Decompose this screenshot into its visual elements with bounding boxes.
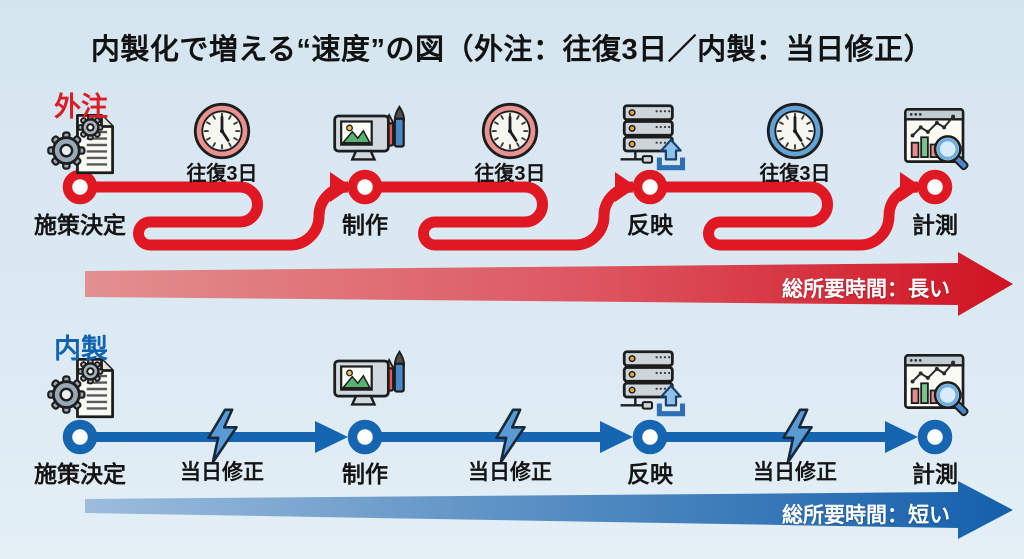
- outsourced-summary-text: 総所要時間：長い: [782, 278, 950, 301]
- inhouse-lane-label: 内製: [54, 334, 108, 364]
- outsourced-lane-label: 外注: [54, 92, 108, 122]
- outsourced-summary-arrow: [85, 252, 1013, 316]
- inhouse-summary-arrow: [85, 481, 1013, 539]
- outsourced-nodes: [62, 169, 953, 205]
- analytics-magnifier-icon: [903, 107, 971, 172]
- clock-icon: [481, 102, 539, 160]
- inhouse-interval-label: 当日修正: [468, 461, 552, 484]
- outsourced-interval-label: 往復3日: [474, 163, 546, 185]
- outsourced-interval-label: 往復3日: [186, 163, 258, 185]
- inhouse-interval-label: 当日修正: [753, 461, 837, 484]
- design-monitor-icon: [333, 105, 405, 161]
- outsourced-winding-path: [93, 181, 919, 251]
- gear-document-icon: [46, 114, 114, 175]
- inhouse-nodes: [62, 419, 953, 455]
- outsourced-step-label: 計測: [912, 212, 958, 238]
- clock-icon: [766, 102, 824, 160]
- gear-document-icon: [46, 358, 114, 419]
- server-upload-icon: [621, 352, 683, 414]
- page-title: 内製化で増える“速度”の図（外注：往復3日／内製：当日修正）: [90, 34, 934, 66]
- inhouse-arrowheads: [315, 421, 918, 453]
- outsourced-arrowheads: [330, 172, 922, 202]
- outsourced-step-label: 施策決定: [34, 212, 126, 238]
- inhouse-step-label: 制作: [342, 461, 388, 487]
- outsourced-step-label: 制作: [342, 212, 388, 238]
- inhouse-step-label: 反映: [627, 461, 673, 487]
- inhouse-step-label: 計測: [912, 461, 958, 487]
- inhouse-step-label: 施策決定: [34, 461, 126, 487]
- inhouse-interval-label: 当日修正: [180, 461, 264, 484]
- server-upload-icon: [621, 106, 683, 168]
- outsourced-step-label: 反映: [627, 212, 673, 238]
- design-monitor-icon: [333, 350, 405, 406]
- outsourced-interval-label: 往復3日: [759, 163, 831, 185]
- inhouse-summary-text: 総所要時間：短い: [782, 504, 950, 527]
- clock-icon: [193, 102, 251, 160]
- analytics-magnifier-icon: [903, 353, 971, 418]
